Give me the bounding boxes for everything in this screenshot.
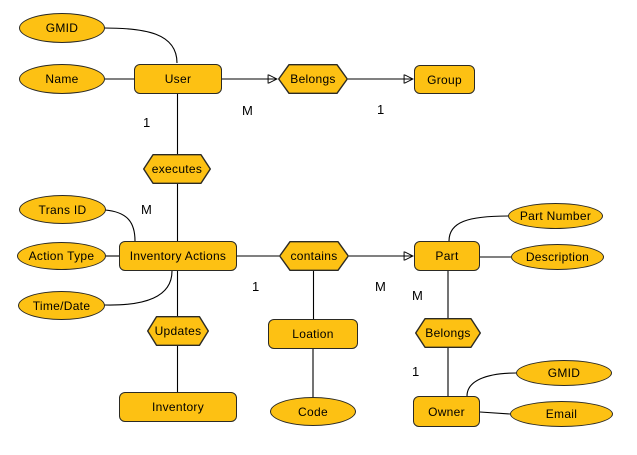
entity-inventory-actions-label: Inventory Actions — [129, 249, 227, 263]
connector-owner-email — [479, 411, 511, 415]
cardinality-belongs-owner: 1 — [412, 364, 420, 379]
hexagon-shape — [278, 64, 348, 94]
entity-inventory-label: Inventory — [151, 400, 205, 414]
entity-user-label: User — [164, 72, 192, 86]
relationship-updates: Updates — [147, 316, 209, 346]
attribute-gmid-owner-label: GMID — [547, 366, 581, 380]
entity-part-label: Part — [435, 249, 459, 263]
cardinality-executes-actions: M — [141, 202, 152, 217]
hexagon-shape — [147, 316, 209, 346]
cardinality-contains-part: M — [375, 279, 386, 294]
relationship-contains: contains — [279, 241, 349, 271]
relationship-updates-label: Updates — [154, 324, 202, 338]
entity-loation-label: Loation — [292, 327, 334, 341]
connector-part-partnumber — [448, 215, 509, 242]
attribute-time-date: Time/Date — [18, 291, 105, 320]
entity-inventory-actions: Inventory Actions — [119, 241, 237, 271]
attribute-code-label: Code — [298, 404, 328, 419]
cardinality-user-belongs: M — [242, 103, 253, 118]
entity-user: User — [134, 64, 222, 94]
attribute-description-label: Description — [525, 250, 590, 264]
connector-transid-inventory-actions — [104, 209, 136, 242]
entity-loation: Loation — [268, 319, 358, 349]
attribute-gmid-owner: GMID — [516, 360, 612, 386]
attribute-time-date-label: Time/Date — [32, 298, 91, 313]
attribute-action-type: Action Type — [17, 242, 106, 270]
relationship-executes: executes — [143, 154, 211, 184]
relationship-contains-label: contains — [290, 249, 338, 263]
cardinality-belongs-group: 1 — [377, 102, 385, 117]
attribute-gmid-user: GMID — [19, 13, 105, 43]
entity-group-label: Group — [427, 72, 462, 87]
attribute-gmid-user-label: GMID — [45, 21, 79, 35]
cardinality-part-belongs: M — [412, 288, 423, 303]
hexagon-shape — [279, 241, 349, 271]
cardinality-user-executes: 1 — [143, 115, 151, 130]
relationship-belongs-part-owner: Belongs — [415, 318, 481, 348]
relationship-belongs-user-group-label: Belongs — [290, 72, 336, 86]
attribute-email-label: Email — [545, 407, 578, 421]
relationship-belongs-user-group: Belongs — [278, 64, 348, 94]
connector-timedate-inventory-actions — [103, 270, 173, 306]
relationship-belongs-part-owner-label: Belongs — [425, 326, 471, 340]
attribute-email: Email — [510, 401, 613, 427]
relationship-executes-label: executes — [151, 162, 203, 176]
cardinality-actions-contains: 1 — [252, 279, 260, 294]
hexagon-shape — [143, 154, 211, 184]
attribute-name: Name — [19, 64, 105, 94]
attribute-part-number-label: Part Number — [519, 209, 592, 223]
entity-owner: Owner — [413, 396, 480, 427]
entity-inventory: Inventory — [119, 392, 237, 422]
connector-owner-gmid — [466, 372, 517, 397]
attribute-trans-id: Trans ID — [19, 195, 106, 224]
connector-gmid-user — [103, 27, 178, 64]
entity-part: Part — [414, 241, 480, 271]
attribute-action-type-label: Action Type — [28, 249, 95, 263]
entity-group: Group — [414, 65, 475, 94]
attribute-code: Code — [270, 397, 356, 426]
attribute-description: Description — [511, 244, 604, 270]
attribute-part-number: Part Number — [508, 203, 603, 229]
hexagon-shape — [415, 318, 481, 348]
entity-owner-label: Owner — [428, 404, 465, 419]
attribute-name-label: Name — [45, 72, 79, 86]
attribute-trans-id-label: Trans ID — [38, 202, 87, 217]
